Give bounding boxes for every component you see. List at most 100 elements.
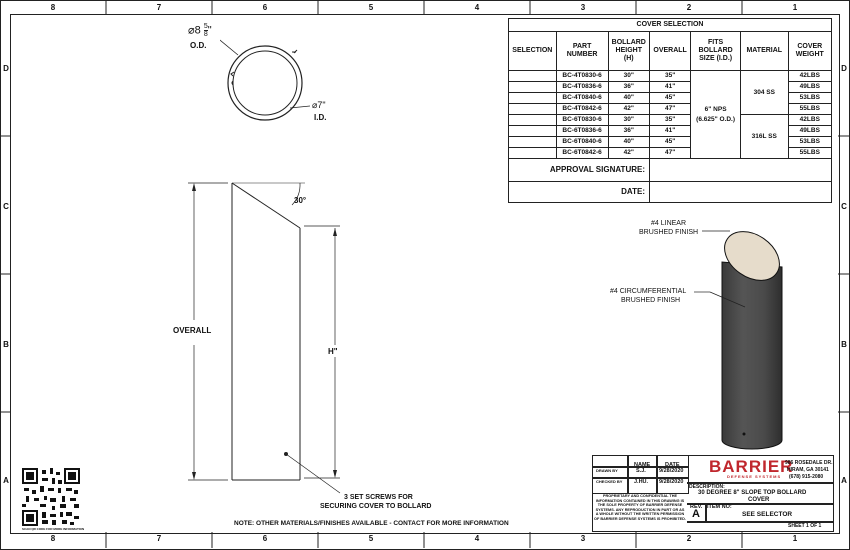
od-fraction-num: 5 <box>203 23 208 31</box>
materials-note: NOTE: OTHER MATERIALS/FINISHES AVAILABLE… <box>234 520 509 527</box>
col-name-header: NAME <box>634 462 651 468</box>
col-cover-weight: COVER WEIGHT <box>787 31 833 71</box>
zone-col-5-bottom: 5 <box>368 534 374 543</box>
cover-selection-table: COVER SELECTION SELECTION PART NUMBER BO… <box>508 18 833 203</box>
table-row: BC-6T0842-6 42" 47" 55LBS <box>508 147 833 159</box>
company-logo: BARRIER DEFENSE SYSTEMS <box>709 457 793 479</box>
height-cell: 30" <box>607 114 651 126</box>
date-row: DATE: <box>508 181 832 203</box>
zone-col-4-bottom: 4 <box>474 534 480 543</box>
logo-wordmark: BARRIER <box>709 457 794 476</box>
overall-cell: 45" <box>648 92 692 104</box>
approval-signature-field[interactable] <box>649 158 832 182</box>
col-material: MATERIAL <box>739 31 789 71</box>
description-line-2: COVER <box>748 497 770 503</box>
rev-label: REV. <box>690 504 703 510</box>
screws-label-2: SECURING COVER TO BOLLARD <box>320 503 432 510</box>
zone-col-3-bottom: 3 <box>580 534 586 543</box>
height-cell: 36" <box>607 125 651 137</box>
part-number-cell: BC-6T0842-6 <box>555 147 609 159</box>
zone-col-8: 8 <box>50 3 56 12</box>
date-field[interactable] <box>649 181 832 203</box>
part-number-cell: BC-4T0840-6 <box>555 92 609 104</box>
zone-col-7-bottom: 7 <box>156 534 162 543</box>
od-dimension: ⌀8 5 8 " <box>188 23 212 38</box>
od-fraction-den: 8 <box>203 31 208 38</box>
weight-cell: 53LBS <box>787 92 833 104</box>
zone-col-4: 4 <box>474 3 480 12</box>
drawn-by-label: DRAWN BY <box>596 468 618 473</box>
signoff-rule-2 <box>592 477 689 479</box>
zone-row-b-right: B <box>841 340 847 349</box>
checked-by-date: 9/28/2020 <box>659 479 684 485</box>
proprietary-notice: PROPRIETARY AND CONFIDENTIAL THE INFORMA… <box>594 494 686 521</box>
table-row: BC-4T0830-6 30" 35" 6" NPS (6.625" O.D.)… <box>508 70 833 159</box>
height-cell: 40" <box>607 136 651 148</box>
zone-col-8-bottom: 8 <box>50 534 56 543</box>
weight-cell: 49LBS <box>787 125 833 137</box>
weight-cell: 53LBS <box>787 136 833 148</box>
desc-top-rule <box>687 482 834 484</box>
body-finish-label-2: BRUSHED FINISH <box>621 297 681 304</box>
overall-cell: 41" <box>648 81 692 93</box>
part-number-cell: BC-6T0836-6 <box>555 125 609 137</box>
part-number-cell: BC-4T0842-6 <box>555 103 609 115</box>
top-view-drawing <box>220 39 310 121</box>
logo-subtitle: DEFENSE SYSTEMS <box>727 474 782 479</box>
qr-code-image <box>22 468 80 526</box>
item-no-value: SEE SELECTOR <box>742 511 793 518</box>
date-label: DATE: <box>508 181 650 203</box>
zone-col-5: 5 <box>368 3 374 12</box>
zone-row-a: A <box>3 476 9 485</box>
col-fits-size: FITS BOLLARD SIZE (I.D.) <box>690 31 741 71</box>
part-number-cell: BC-6T0840-6 <box>555 136 609 148</box>
finish-leader-lines <box>694 230 746 308</box>
height-cell: 40" <box>607 92 651 104</box>
weight-cell: 42LBS <box>787 114 833 126</box>
part-number-cell: BC-6T0830-6 <box>555 114 609 126</box>
weight-cell: 55LBS <box>787 147 833 159</box>
checked-by-name: J.HU. <box>634 479 649 485</box>
fits-size-line-2: (6.625" O.D.) <box>696 115 736 123</box>
col-bollard-height: BOLLARD HEIGHT (H) <box>607 31 651 71</box>
part-number-cell: BC-4T0836-6 <box>555 81 609 93</box>
drawn-by-date: 9/28/2020 <box>659 468 684 474</box>
sheet-top-rule <box>687 521 834 523</box>
height-cell: 42" <box>607 147 651 159</box>
zone-row-c-right: C <box>841 202 847 211</box>
col-date-header: DATE <box>665 462 680 468</box>
overall-cell: 47" <box>648 147 692 159</box>
description-line-1: 30 DEGREE 8" SLOPE TOP BOLLARD <box>698 490 807 496</box>
screws-label-1: 3 SET SCREWS FOR <box>344 494 413 501</box>
signoff-rule-1 <box>592 466 689 468</box>
zone-col-1-bottom: 1 <box>792 534 798 543</box>
cover-selection-title: COVER SELECTION <box>508 18 832 32</box>
height-label: H" <box>328 347 338 356</box>
qr-caption: SCAN QR CODE FOR MORE INFORMATION <box>22 527 85 531</box>
height-cell: 36" <box>607 81 651 93</box>
overall-cell: 35" <box>648 114 692 126</box>
id-dimension: ⌀7" <box>312 100 326 110</box>
table-row: BC-6T0840-6 40" 45" 53LBS <box>508 136 833 148</box>
col-part-number: PART NUMBER <box>555 31 609 71</box>
col-overall: OVERALL <box>648 31 692 71</box>
zone-col-6-bottom: 6 <box>262 534 268 543</box>
overall-cell: 47" <box>648 103 692 115</box>
zone-row-d-right: D <box>841 64 847 73</box>
zone-col-6: 6 <box>262 3 268 12</box>
checked-by-label: CHECKED BY <box>596 479 623 484</box>
fits-size-cell: 6" NPS (6.625" O.D.) <box>690 70 741 159</box>
fits-size-line-1: 6" NPS <box>704 105 727 113</box>
address-line-2: HIRAM, GA 30141 <box>787 467 829 473</box>
od-fraction: 5 8 <box>203 23 208 38</box>
item-no-label: ITEM NO: <box>707 504 732 510</box>
rev-value: A <box>692 508 700 520</box>
table-row: BC-4T0842-6 42" 47" 55LBS <box>508 103 833 115</box>
top-finish-label-2: BRUSHED FINISH <box>639 229 699 236</box>
zone-col-3: 3 <box>580 3 586 12</box>
address-line-3: (678) 915-2080 <box>789 474 824 480</box>
overall-cell: 35" <box>648 70 692 82</box>
drawn-by-name: S.J. <box>636 468 646 474</box>
col-selection: SELECTION <box>508 31 557 71</box>
zone-row-a-right: A <box>841 476 847 485</box>
